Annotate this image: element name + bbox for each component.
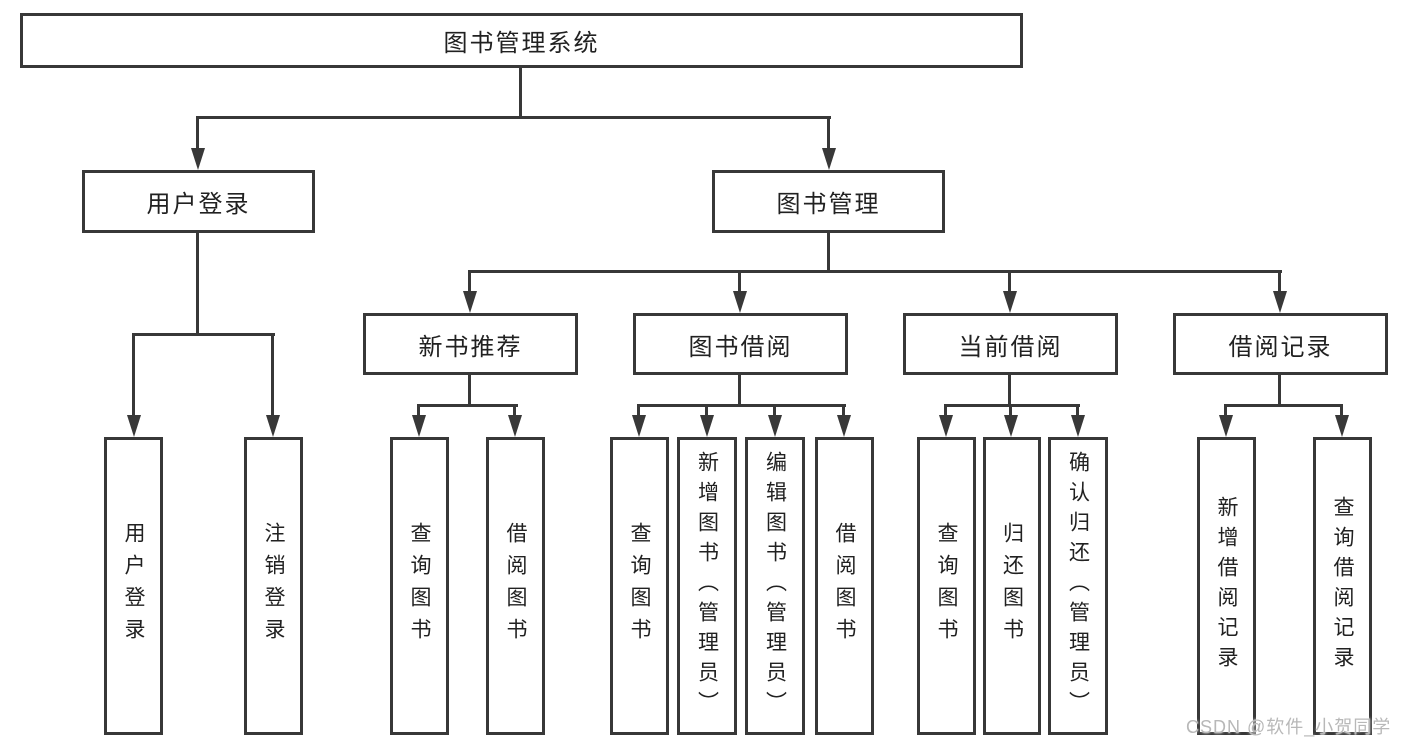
connector-line <box>827 118 830 152</box>
arrow-down-icon <box>1273 291 1287 313</box>
connector-line <box>738 375 741 407</box>
arrow-down-icon <box>768 415 782 437</box>
connector-line <box>944 406 947 419</box>
node-borrow-records: 借阅记录 <box>1173 313 1388 375</box>
connector-line <box>827 233 830 272</box>
arrow-down-icon <box>463 291 477 313</box>
connector-line <box>196 116 831 119</box>
connector-line <box>1224 406 1227 419</box>
leaf-edit-book-admin: 编辑图书（管理员） <box>745 437 805 735</box>
arrow-down-icon <box>822 148 836 170</box>
node-new-book-recommend: 新书推荐 <box>363 313 578 375</box>
leaf-query-books-recommend: 查询图书 <box>390 437 449 735</box>
connector-line <box>519 68 522 118</box>
leaf-query-books-borrow: 查询图书 <box>610 437 669 735</box>
connector-line <box>132 333 275 336</box>
connector-line <box>842 406 845 419</box>
leaf-query-borrow-record: 查询借阅记录 <box>1313 437 1372 735</box>
arrow-down-icon <box>700 415 714 437</box>
leaf-borrow-books-recommend: 借阅图书 <box>486 437 545 735</box>
leaf-confirm-return-admin: 确认归还（管理员） <box>1048 437 1108 735</box>
arrow-down-icon <box>1003 291 1017 313</box>
leaf-user-login: 用户登录 <box>104 437 163 735</box>
connector-line <box>196 233 199 335</box>
connector-line <box>468 375 471 407</box>
arrow-down-icon <box>1004 415 1018 437</box>
connector-line <box>637 404 846 407</box>
connector-line <box>1008 272 1011 296</box>
arrow-down-icon <box>733 291 747 313</box>
connector-line <box>773 406 776 419</box>
connector-line <box>1076 406 1079 419</box>
csdn-watermark: CSDN @软件_小贺同学 <box>1186 717 1392 737</box>
arrow-down-icon <box>266 415 280 437</box>
leaf-add-book-admin: 新增图书（管理员） <box>677 437 737 735</box>
connector-line <box>417 406 420 419</box>
connector-line <box>468 270 1282 273</box>
connector-line <box>1008 375 1011 407</box>
arrow-down-icon <box>939 415 953 437</box>
connector-line <box>271 335 274 419</box>
node-current-borrow: 当前借阅 <box>903 313 1118 375</box>
arrow-down-icon <box>191 148 205 170</box>
arrow-down-icon <box>837 415 851 437</box>
connector-line <box>417 404 518 407</box>
connector-line <box>132 335 135 419</box>
leaf-borrow-books-borrow: 借阅图书 <box>815 437 874 735</box>
leaf-add-borrow-record: 新增借阅记录 <box>1197 437 1256 735</box>
connector-line <box>468 272 471 296</box>
leaf-query-books-current: 查询图书 <box>917 437 976 735</box>
node-user-login: 用户登录 <box>82 170 315 233</box>
connector-line <box>1278 375 1281 407</box>
arrow-down-icon <box>412 415 426 437</box>
leaf-logout: 注销登录 <box>244 437 303 735</box>
connector-line <box>944 404 1080 407</box>
connector-line <box>705 406 708 419</box>
node-root: 图书管理系统 <box>20 13 1023 68</box>
connector-line <box>196 118 199 152</box>
leaf-return-book: 归还图书 <box>983 437 1041 735</box>
connector-line <box>1009 406 1012 419</box>
connector-line <box>1224 404 1343 407</box>
connector-line <box>1278 272 1281 296</box>
arrow-down-icon <box>1071 415 1085 437</box>
connector-line <box>738 272 741 296</box>
connector-line <box>637 406 640 419</box>
arrow-down-icon <box>632 415 646 437</box>
arrow-down-icon <box>1335 415 1349 437</box>
node-book-borrow: 图书借阅 <box>633 313 848 375</box>
connector-line <box>1340 406 1343 419</box>
arrow-down-icon <box>1219 415 1233 437</box>
arrow-down-icon <box>127 415 141 437</box>
arrow-down-icon <box>508 415 522 437</box>
connector-line <box>513 406 516 419</box>
node-book-management: 图书管理 <box>712 170 945 233</box>
